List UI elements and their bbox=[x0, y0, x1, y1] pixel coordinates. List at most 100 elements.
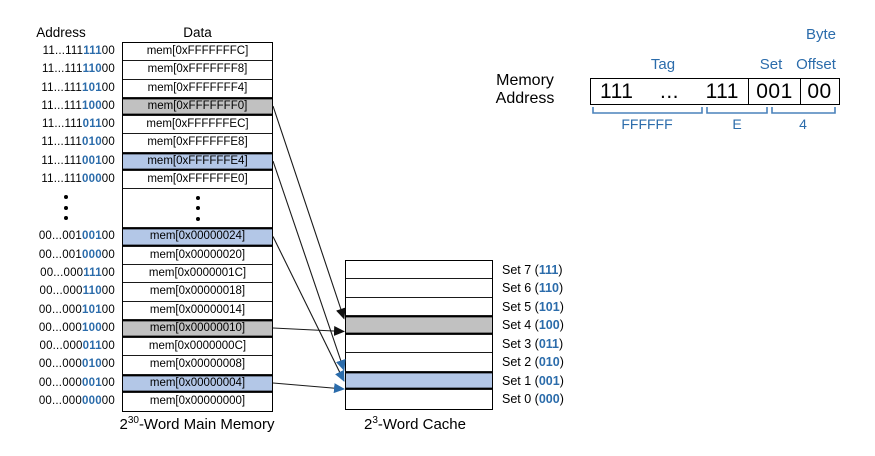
memory-address-row: 00...00000100 bbox=[0, 374, 117, 392]
address-offset-bits: 00 bbox=[101, 45, 115, 57]
memory-address-row: 11...11111000 bbox=[0, 60, 117, 78]
ellipsis-dot bbox=[64, 205, 68, 210]
memory-address-label-line1: Memory bbox=[496, 72, 554, 89]
ellipsis-dot bbox=[64, 216, 68, 221]
memory-ellipsis bbox=[123, 189, 272, 229]
cache-set-row bbox=[346, 371, 492, 391]
set-label-text: Set 5 ( bbox=[502, 299, 539, 314]
address-set-bits: 010 bbox=[82, 358, 102, 371]
main-memory-table: mem[0xFFFFFFFC]mem[0xFFFFFFF8] mem[0xFFFF… bbox=[122, 42, 273, 413]
address-set-bits: 111 bbox=[83, 266, 102, 279]
address-offset-bits: 00 bbox=[101, 340, 115, 353]
address-set-bits: 110 bbox=[82, 285, 102, 298]
memory-data-row: mem[0xFFFFFFF8] bbox=[123, 61, 272, 80]
ellipsis-dot bbox=[64, 195, 68, 200]
address-set-bits: 100 bbox=[82, 99, 102, 112]
address-tag-bits: 11...111 bbox=[41, 99, 82, 112]
memory-data-row: mem[0xFFFFFFE4] bbox=[123, 152, 272, 172]
address-set-bits: 010 bbox=[82, 136, 102, 149]
cache-set-row bbox=[346, 261, 492, 280]
cache-set-label: Set 3 (011) bbox=[502, 335, 612, 353]
set-label-bits: 010 bbox=[538, 355, 560, 370]
memory-address-row: 11...11110100 bbox=[0, 79, 117, 97]
cache-set-row bbox=[346, 279, 492, 298]
address-offset-bits: 00 bbox=[101, 230, 115, 243]
address-offset-bits: 00 bbox=[101, 136, 115, 149]
memory-address-row: 11...11101100 bbox=[0, 115, 117, 133]
address-set-bits: 001 bbox=[82, 230, 102, 243]
set-label-text: Set 6 ( bbox=[502, 281, 539, 296]
tag-hex-value: FFFFFF bbox=[621, 116, 673, 132]
address-set-bits: 011 bbox=[82, 340, 102, 353]
address-offset-bits: 00 bbox=[101, 81, 115, 94]
memory-address-field-box: 111 ... 111 001 00 bbox=[590, 78, 840, 105]
tag-hex-bracket bbox=[592, 107, 703, 114]
address-offset-bits: 00 bbox=[101, 173, 115, 186]
memory-data-row: mem[0x0000000C] bbox=[123, 338, 272, 357]
address-offset-bits: 00 bbox=[101, 63, 115, 76]
address-tag-bits: 00...000 bbox=[39, 340, 83, 353]
address-tag-bits: 11...111 bbox=[42, 63, 83, 76]
set-label-close: ) bbox=[559, 355, 564, 370]
cache-caption-rest: -Word Cache bbox=[377, 416, 466, 433]
offset-hex-value: 4 bbox=[799, 116, 807, 132]
address-tag-bits: 11...111 bbox=[41, 154, 82, 167]
tag-bits-right: 111 bbox=[705, 79, 739, 103]
address-tag-bits: 00...000 bbox=[38, 376, 82, 389]
main-memory-caption: 230-Word Main Memory bbox=[97, 415, 297, 434]
tag-field-cell: 111 ... 111 bbox=[591, 79, 748, 104]
address-set-bits: 101 bbox=[82, 303, 102, 316]
memory-address-label: Memory Address bbox=[484, 72, 566, 107]
set-hex-bracket bbox=[706, 107, 768, 114]
address-offset-bits: 00 bbox=[101, 154, 115, 167]
cache-table bbox=[345, 260, 493, 410]
memory-address-row: 11...11100000 bbox=[0, 170, 117, 188]
cache-set-labels: Set 7 (111)Set 6 (110)Set 5 (101)Set 4 (… bbox=[502, 261, 612, 409]
memory-address-row: 00...00010100 bbox=[0, 301, 117, 319]
set-field-cell: 001 bbox=[748, 79, 800, 104]
cache-caption-exponent: 3 bbox=[372, 415, 378, 426]
address-offset-bits: 00 bbox=[101, 303, 115, 316]
memory-address-row: 11...11111100 bbox=[0, 42, 117, 60]
address-set-bits: 000 bbox=[82, 395, 102, 408]
data-column-header: Data bbox=[183, 25, 212, 40]
address-tag-bits: 00...000 bbox=[39, 285, 83, 298]
address-ellipsis-dots bbox=[64, 195, 68, 221]
memory-data-row: mem[0xFFFFFFE0] bbox=[123, 171, 272, 190]
memory-data-row: mem[0xFFFFFFE8] bbox=[123, 134, 272, 153]
address-tag-bits: 00...000 bbox=[38, 303, 82, 316]
cache-set-label: Set 2 (010) bbox=[502, 353, 612, 371]
address-tag-bits: 11...111 bbox=[41, 81, 82, 94]
address-set-bits: 001 bbox=[82, 376, 102, 389]
set-label-close: ) bbox=[559, 318, 564, 333]
memory-data-row: mem[0x00000000] bbox=[123, 393, 272, 412]
mapping-arrow-set1 bbox=[272, 160, 346, 371]
set-label-close: ) bbox=[559, 281, 564, 296]
address-tag-bits: 11...111 bbox=[41, 173, 82, 186]
address-offset-bits: 00 bbox=[101, 118, 115, 131]
memory-caption-exponent: 30 bbox=[127, 415, 139, 426]
set-hex-value: E bbox=[732, 116, 742, 132]
mapping-arrow-set4 bbox=[272, 105, 346, 320]
memory-ellipsis-dots bbox=[195, 195, 200, 221]
memory-address-row: 11...11100100 bbox=[0, 152, 117, 170]
cache-set-row bbox=[346, 390, 492, 409]
cache-set-row bbox=[346, 334, 492, 354]
memory-address-row: 11...11110000 bbox=[0, 97, 117, 115]
address-offset-bits: 00 bbox=[101, 395, 115, 408]
set-label-text: Set 7 ( bbox=[502, 263, 539, 277]
address-tag-bits: 00...000 bbox=[40, 266, 84, 279]
tag-bits-left: 111 bbox=[600, 79, 634, 103]
ellipsis-dot bbox=[195, 206, 200, 211]
cache-set-label: Set 4 (100) bbox=[502, 316, 612, 334]
memory-data-row: mem[0x0000001C] bbox=[123, 264, 272, 284]
memory-data-row: mem[0xFFFFFFFC] bbox=[123, 43, 272, 62]
memory-address-row: 00...00010000 bbox=[0, 319, 117, 337]
address-offset-bits: 00 bbox=[101, 266, 115, 279]
memory-address-row: 00...00000000 bbox=[0, 392, 117, 410]
address-set-bits: 101 bbox=[82, 81, 102, 94]
memory-data-row: mem[0x00000008] bbox=[123, 356, 272, 375]
address-tag-bits: 00...000 bbox=[38, 358, 82, 371]
address-offset-bits: 00 bbox=[101, 285, 115, 298]
